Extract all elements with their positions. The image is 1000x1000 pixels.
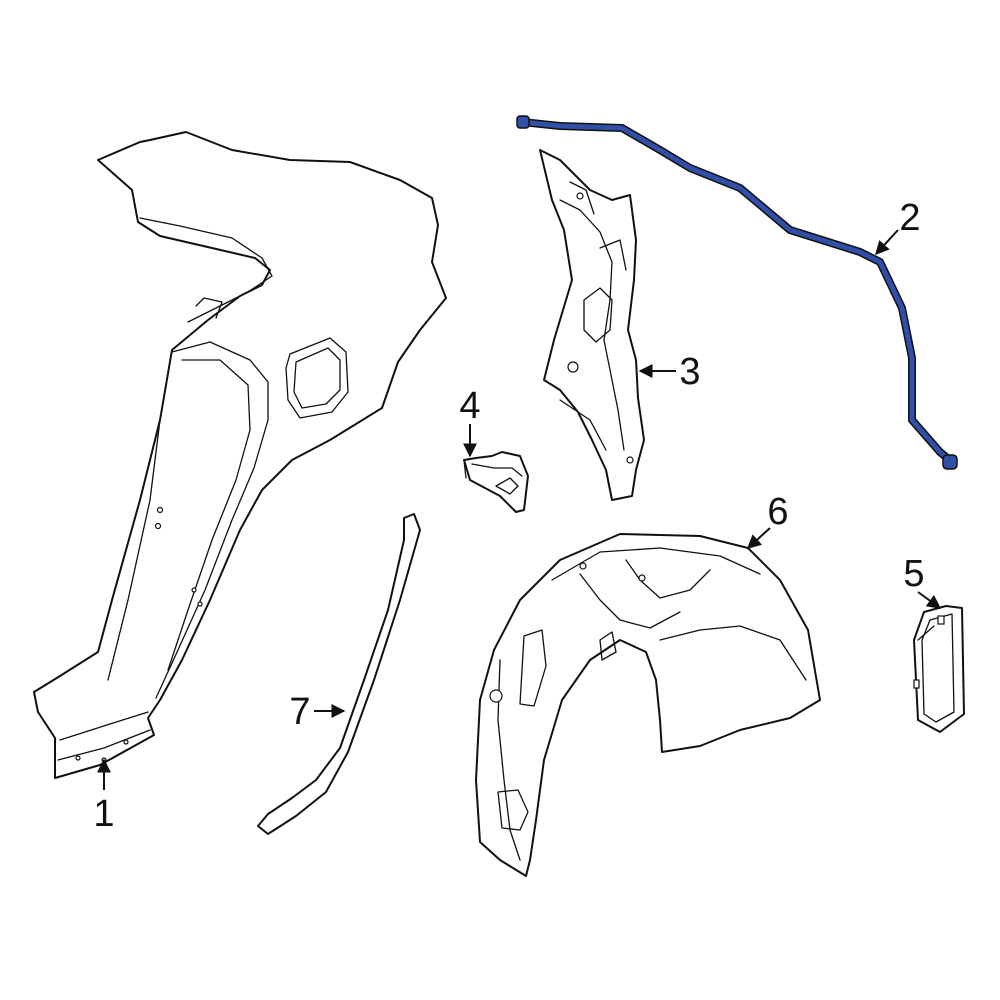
callout-labels: 1 2 3 4 5 6 7 — [93, 197, 924, 835]
opening-frame-part[interactable] — [913, 605, 965, 733]
leader-6 — [746, 527, 771, 549]
callout-2: 2 — [899, 197, 920, 239]
leader-2 — [875, 229, 899, 256]
callout-6: 6 — [767, 491, 788, 533]
wheelhouse-liner-part[interactable] — [475, 533, 821, 877]
callout-4: 4 — [459, 385, 480, 427]
callout-7: 7 — [289, 691, 310, 733]
callout-3: 3 — [679, 351, 700, 393]
quarter-panel-part[interactable] — [33, 131, 447, 779]
bracket-part[interactable] — [463, 451, 529, 513]
leader-lines — [97, 229, 942, 790]
callout-1: 1 — [93, 793, 114, 835]
cable-part-highlighted[interactable] — [516, 115, 958, 470]
molding-strip-part[interactable] — [257, 513, 421, 835]
callout-5: 5 — [903, 553, 924, 595]
leader-5 — [917, 591, 942, 609]
inner-panel-part[interactable] — [539, 149, 645, 501]
